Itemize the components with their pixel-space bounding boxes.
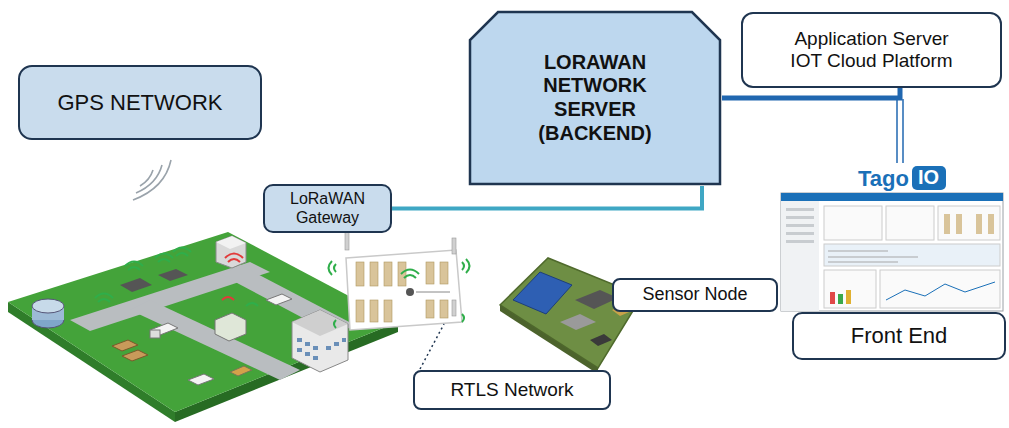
node-text: Front End xyxy=(851,323,948,349)
server-box: Application Server IOT Cloud Platform xyxy=(741,12,1002,88)
leader-line xyxy=(420,324,444,369)
link-line xyxy=(722,88,900,98)
app-box: Front End xyxy=(792,312,1006,360)
floor-plan xyxy=(329,232,470,330)
server-box: LORAWAN NETWORK SERVER (BACKEND) xyxy=(468,10,722,186)
device-box: Sensor Node xyxy=(612,278,778,312)
sensor-board xyxy=(500,258,642,374)
double-line xyxy=(897,99,903,163)
logo-badge xyxy=(912,166,946,190)
network-box: RTLS Network xyxy=(413,370,611,410)
node-text: Application Server IOT Cloud Platform xyxy=(779,28,965,73)
buildings xyxy=(32,236,348,372)
logo-text: IO xyxy=(918,166,939,189)
network-box: GPS NETWORK xyxy=(18,65,262,140)
link-line xyxy=(392,186,702,209)
vehicles xyxy=(112,294,292,385)
logo-text: Tago xyxy=(858,166,909,192)
dashboard-screenshot xyxy=(781,193,1003,311)
node-text: RTLS Network xyxy=(450,379,573,401)
signal-arcs xyxy=(133,160,171,200)
node-text: Sensor Node xyxy=(642,284,747,305)
road xyxy=(130,300,300,380)
wifi-icons xyxy=(95,248,258,307)
node-text: LoRaWAN Gateway xyxy=(278,190,378,228)
node-text: LORAWAN NETWORK SERVER (BACKEND) xyxy=(533,51,658,145)
campus-ground xyxy=(8,232,398,412)
octagon-shape xyxy=(470,12,720,184)
node-text: GPS NETWORK xyxy=(57,90,222,116)
gateway-box: LoRaWAN Gateway xyxy=(263,184,392,233)
